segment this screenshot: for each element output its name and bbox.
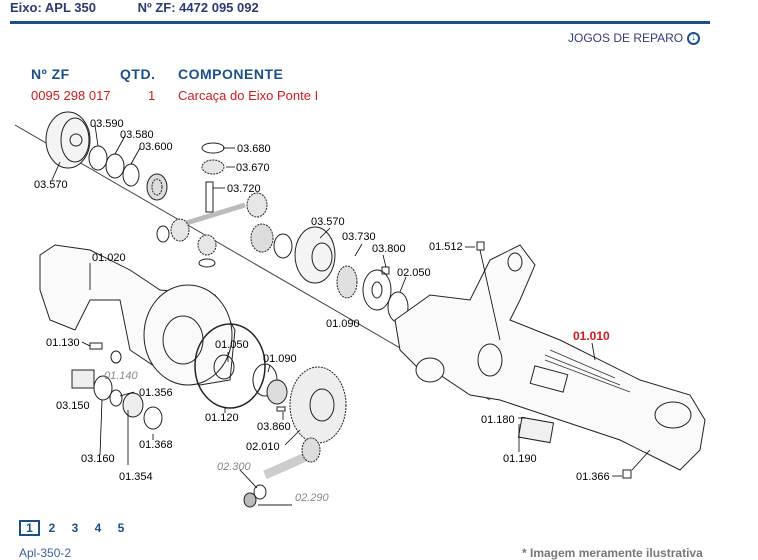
part-label[interactable]: 02.010: [246, 441, 280, 453]
page-header: Eixo: APL 350 Nº ZF: 4472 095 092: [10, 0, 297, 15]
bolt-part: [381, 266, 390, 275]
part-label-highlighted[interactable]: 01.010: [573, 329, 610, 343]
differential-case-part: [294, 226, 336, 284]
zf-number-label: Nº ZF: 4472 095 092: [137, 0, 259, 15]
washer-part: [156, 225, 170, 243]
row-zf: 0095 298 017: [31, 88, 111, 103]
page-4-button[interactable]: 4: [94, 521, 102, 535]
pin-part: [276, 406, 286, 412]
column-header-component: COMPONENTE: [178, 66, 284, 82]
bushing-part: [71, 369, 95, 389]
pinion-shaft-part: [263, 450, 312, 480]
nut-part: [243, 492, 257, 508]
side-gear-part: [250, 223, 274, 253]
part-label[interactable]: 03.160: [81, 453, 115, 465]
part-label[interactable]: 03.720: [227, 183, 261, 195]
part-label[interactable]: 01.368: [139, 439, 173, 451]
pin-part: [205, 181, 214, 213]
planet-gear-part: [246, 192, 268, 218]
planet-gear-part: [201, 159, 225, 175]
part-label[interactable]: 02.050: [397, 267, 431, 279]
vent-plug-part: [476, 241, 485, 251]
repair-kits-label: JOGOS DE REPARO: [568, 31, 684, 45]
washer-part: [88, 145, 108, 171]
part-label[interactable]: 01.190: [503, 453, 537, 465]
illustrative-note: * Imagem meramente ilustrativa: [522, 546, 703, 560]
part-label-greyed[interactable]: 01.140: [104, 370, 139, 382]
washer-part: [253, 484, 267, 500]
page-2-button[interactable]: 2: [48, 521, 56, 535]
gasket-ring-part: [194, 323, 266, 409]
part-label[interactable]: 03.670: [236, 162, 270, 174]
nameplate-part: [517, 416, 555, 444]
bolt-part: [89, 342, 103, 350]
page-3-button[interactable]: 3: [71, 521, 79, 535]
exploded-parts-diagram: 03.590 03.580 03.600 03.570 03.680 03.67…: [14, 111, 706, 508]
part-label[interactable]: 03.680: [237, 143, 271, 155]
pagination: 1 2 3 4 5: [19, 520, 133, 536]
row-qty: 1: [148, 88, 156, 103]
part-label[interactable]: 03.600: [139, 141, 173, 153]
part-label[interactable]: 01.090: [263, 353, 297, 365]
washer-part: [110, 350, 122, 364]
repair-kits-link[interactable]: JOGOS DE REPARO ↓: [568, 31, 701, 45]
part-label[interactable]: 01.366: [576, 471, 610, 483]
part-label[interactable]: 03.570: [34, 179, 68, 191]
bearing-cup-part: [362, 269, 392, 311]
part-label[interactable]: 03.580: [120, 129, 154, 141]
page-5-button[interactable]: 5: [117, 521, 125, 535]
column-header-zf: Nº ZF: [31, 66, 70, 82]
part-label[interactable]: 01.050: [215, 339, 249, 351]
bevel-gear-part: [146, 173, 168, 201]
part-label[interactable]: 03.800: [372, 243, 406, 255]
part-label[interactable]: 03.590: [90, 118, 124, 130]
part-label[interactable]: 01.020: [92, 252, 126, 264]
bolt-part: [622, 469, 632, 479]
part-label[interactable]: 01.130: [46, 337, 80, 349]
part-label[interactable]: 01.180: [481, 414, 515, 426]
part-label[interactable]: 03.570: [311, 216, 345, 228]
ring-part: [109, 389, 123, 407]
part-label[interactable]: 03.730: [342, 231, 376, 243]
washer-part: [201, 142, 225, 154]
arrow-down-circle-icon: ↓: [687, 31, 701, 45]
row-component: Carcaça do Eixo Ponte I: [178, 88, 319, 103]
tapered-bearing-part: [336, 265, 358, 299]
page-1-button[interactable]: 1: [19, 520, 40, 536]
washer-part: [122, 163, 140, 187]
part-label[interactable]: 03.860: [257, 421, 291, 433]
seal-part: [143, 406, 163, 430]
washer-part: [273, 233, 293, 259]
carrier-housing-part: [39, 244, 236, 386]
seal-part: [213, 354, 235, 380]
bearing-part: [266, 379, 288, 405]
part-label-greyed[interactable]: 02.300: [217, 461, 252, 473]
column-header-qty: QTD.: [120, 66, 156, 82]
diagram-code: Apl-350-2: [19, 546, 72, 560]
seal-part: [93, 375, 113, 401]
part-label[interactable]: 01.354: [119, 471, 153, 483]
axle-housing-part: [394, 244, 706, 471]
part-label[interactable]: 03.150: [56, 400, 90, 412]
part-label[interactable]: 01.512: [429, 241, 463, 253]
part-label[interactable]: 01.356: [139, 387, 173, 399]
part-label-greyed[interactable]: 02.290: [295, 492, 330, 504]
part-label[interactable]: 01.120: [205, 412, 239, 424]
part-label[interactable]: 01.090: [326, 318, 360, 330]
differential-housing-part: [45, 111, 91, 169]
header-divider: [10, 21, 710, 24]
cross-shaft-part: [179, 202, 246, 228]
washer-part: [198, 258, 216, 268]
planet-gear-part: [170, 218, 190, 242]
axle-label: Eixo: APL 350: [10, 0, 96, 15]
planet-gear-part: [197, 234, 217, 256]
washer-part: [105, 153, 125, 179]
